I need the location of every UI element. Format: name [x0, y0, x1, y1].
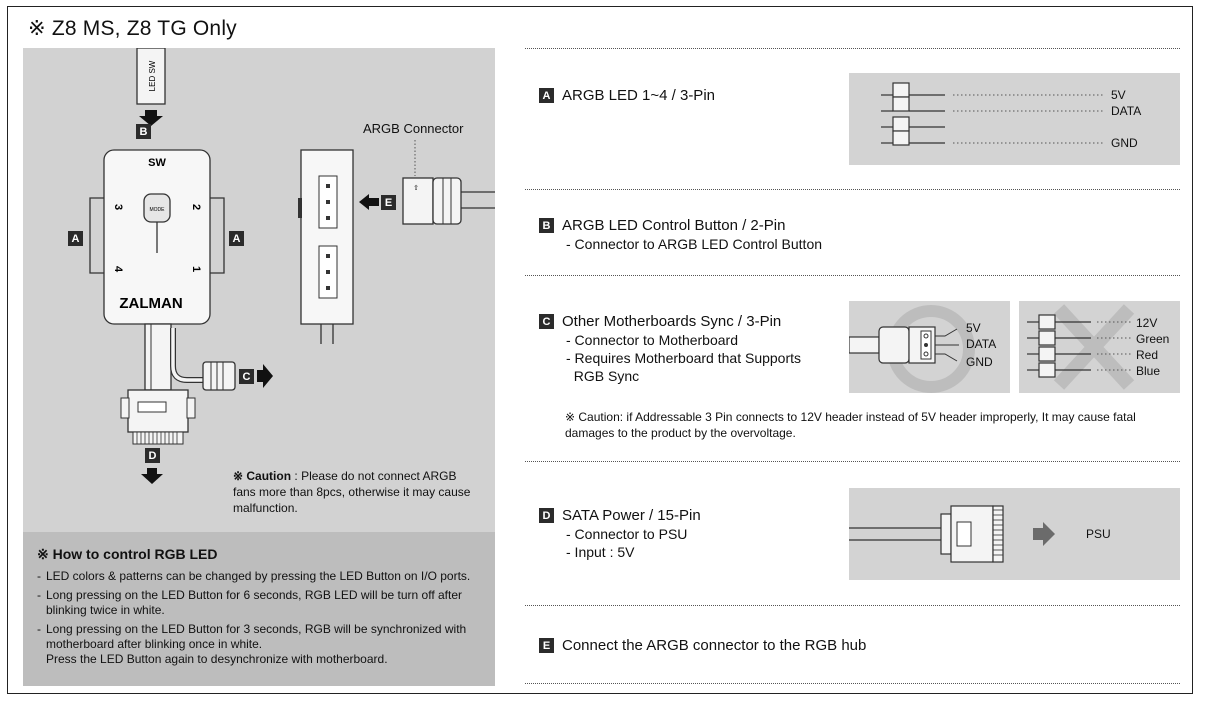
section-c-details: - Connector to Motherboard - Requires Mo…: [566, 332, 802, 384]
label-badge-a: A: [68, 231, 83, 246]
section-divider: [525, 275, 1180, 276]
section-divider: [525, 48, 1180, 49]
argb-connector-plug: [402, 177, 434, 225]
mode-text: MODE: [150, 207, 166, 213]
port-number: 4: [112, 266, 124, 273]
label-badge-c: C: [239, 369, 254, 384]
port-number: 3: [112, 204, 124, 210]
section-d-title: SATA Power / 15-Pin: [562, 507, 701, 524]
label-badge-d: D: [539, 508, 554, 523]
section-divider: [525, 461, 1180, 462]
led-sw-text: LED SW: [148, 60, 157, 91]
label-badge-a: A: [229, 231, 244, 246]
pin-label: Red: [1136, 348, 1159, 362]
howto-item: - LED colors & patterns can be changed b…: [37, 569, 471, 583]
page-frame: [7, 6, 1193, 694]
section-b-title: ARGB LED Control Button / 2-Pin: [562, 217, 786, 234]
label-badge-b: B: [539, 218, 554, 233]
section-e-title: Connect the ARGB connector to the RGB hu…: [562, 637, 867, 654]
label-badge-a: A: [539, 88, 554, 103]
caution-line: malfunction.: [233, 501, 298, 515]
section-c-heading: C Other Motherboards Sync / 3-Pin: [539, 313, 781, 330]
howto-panel: ※ How to control RGB LED - LED colors & …: [23, 532, 495, 686]
label-badge-c: C: [539, 314, 554, 329]
argb-connector-label: ARGB Connector: [363, 121, 464, 136]
sata-diagram: [849, 488, 1180, 580]
sync-wrong-diagram: 12V Green Red Blue: [1019, 301, 1180, 393]
pin-label: GND: [966, 355, 993, 369]
led-sw-cable: [136, 48, 166, 105]
sync-connector: [202, 361, 236, 391]
section-b-heading: B ARGB LED Control Button / 2-Pin: [539, 217, 785, 234]
label-badge-e: E: [381, 195, 396, 210]
page-title: ※ Z8 MS, Z8 TG Only: [28, 17, 237, 40]
arrow-down-icon: [141, 468, 163, 484]
caution-line: fans more than 8pcs, otherwise it may ca…: [233, 485, 471, 499]
pin-label: DATA: [966, 337, 997, 351]
port-number: 2: [190, 204, 202, 210]
port-number: 1: [190, 266, 202, 272]
section-c-title: Other Motherboards Sync / 3-Pin: [562, 313, 782, 330]
pin-label: Blue: [1136, 364, 1161, 378]
arrow-right-icon: [257, 364, 273, 388]
section-d-details: - Connector to PSU - Input : 5V: [566, 526, 688, 560]
section-d-heading: D SATA Power / 15-Pin: [539, 507, 701, 524]
section-divider: [525, 605, 1180, 606]
section-divider: [525, 683, 1180, 684]
section-c-caution: ※ Caution: if Addressable 3 Pin connects…: [565, 410, 1136, 440]
caution-prefix: ※ Caution: [233, 469, 292, 483]
pin-label: 12V: [1136, 316, 1158, 330]
label-badge-e: E: [539, 638, 554, 653]
section-a-heading: A ARGB LED 1~4 / 3-Pin: [539, 87, 715, 104]
caution-line: : Please do not connect ARGB: [294, 469, 457, 483]
howto-title: ※ How to control RGB LED: [37, 546, 218, 562]
pin-label: GND: [1111, 136, 1138, 150]
caution-note: ※ Caution : Please do not connect ARGB f…: [233, 468, 483, 516]
psu-label: PSU: [1086, 527, 1111, 541]
howto-item: - Long pressing on the LED Button for 6 …: [37, 588, 463, 617]
argb-pin-diagram: 5V DATA GND: [849, 73, 1180, 165]
section-e-heading: E Connect the ARGB connector to the RGB …: [539, 637, 866, 654]
svg-text:⇧: ⇧: [413, 184, 419, 192]
pin-label: 5V: [966, 321, 981, 335]
sync-ok-diagram: 5V DATA GND: [848, 301, 1010, 393]
howto-list: - LED colors & patterns can be changed b…: [37, 569, 489, 671]
arrow-down-icon: [139, 110, 163, 126]
hub-diagram-panel: LED SW SW MODE 3 2 4 1 ZALMAN: [23, 48, 495, 532]
arrow-left-icon: [359, 194, 379, 210]
pin-label: 5V: [1111, 88, 1126, 102]
pin-label: Green: [1136, 332, 1170, 346]
howto-item: - Long pressing on the LED Button for 3 …: [37, 622, 467, 666]
section-a-title: ARGB LED 1~4 / 3-Pin: [562, 87, 715, 104]
sw-label: SW: [148, 157, 166, 169]
pin-label: DATA: [1111, 104, 1142, 118]
section-b-details: - Connector to ARGB LED Control Button: [566, 236, 823, 252]
arrow-right-icon: [1033, 522, 1055, 546]
label-badge-b: B: [136, 124, 151, 139]
hub-diagram: LED SW SW MODE 3 2 4 1 ZALMAN: [89, 48, 495, 484]
brand-logo: ZALMAN: [119, 295, 182, 312]
section-divider: [525, 189, 1180, 190]
label-badge-d: D: [145, 448, 160, 463]
